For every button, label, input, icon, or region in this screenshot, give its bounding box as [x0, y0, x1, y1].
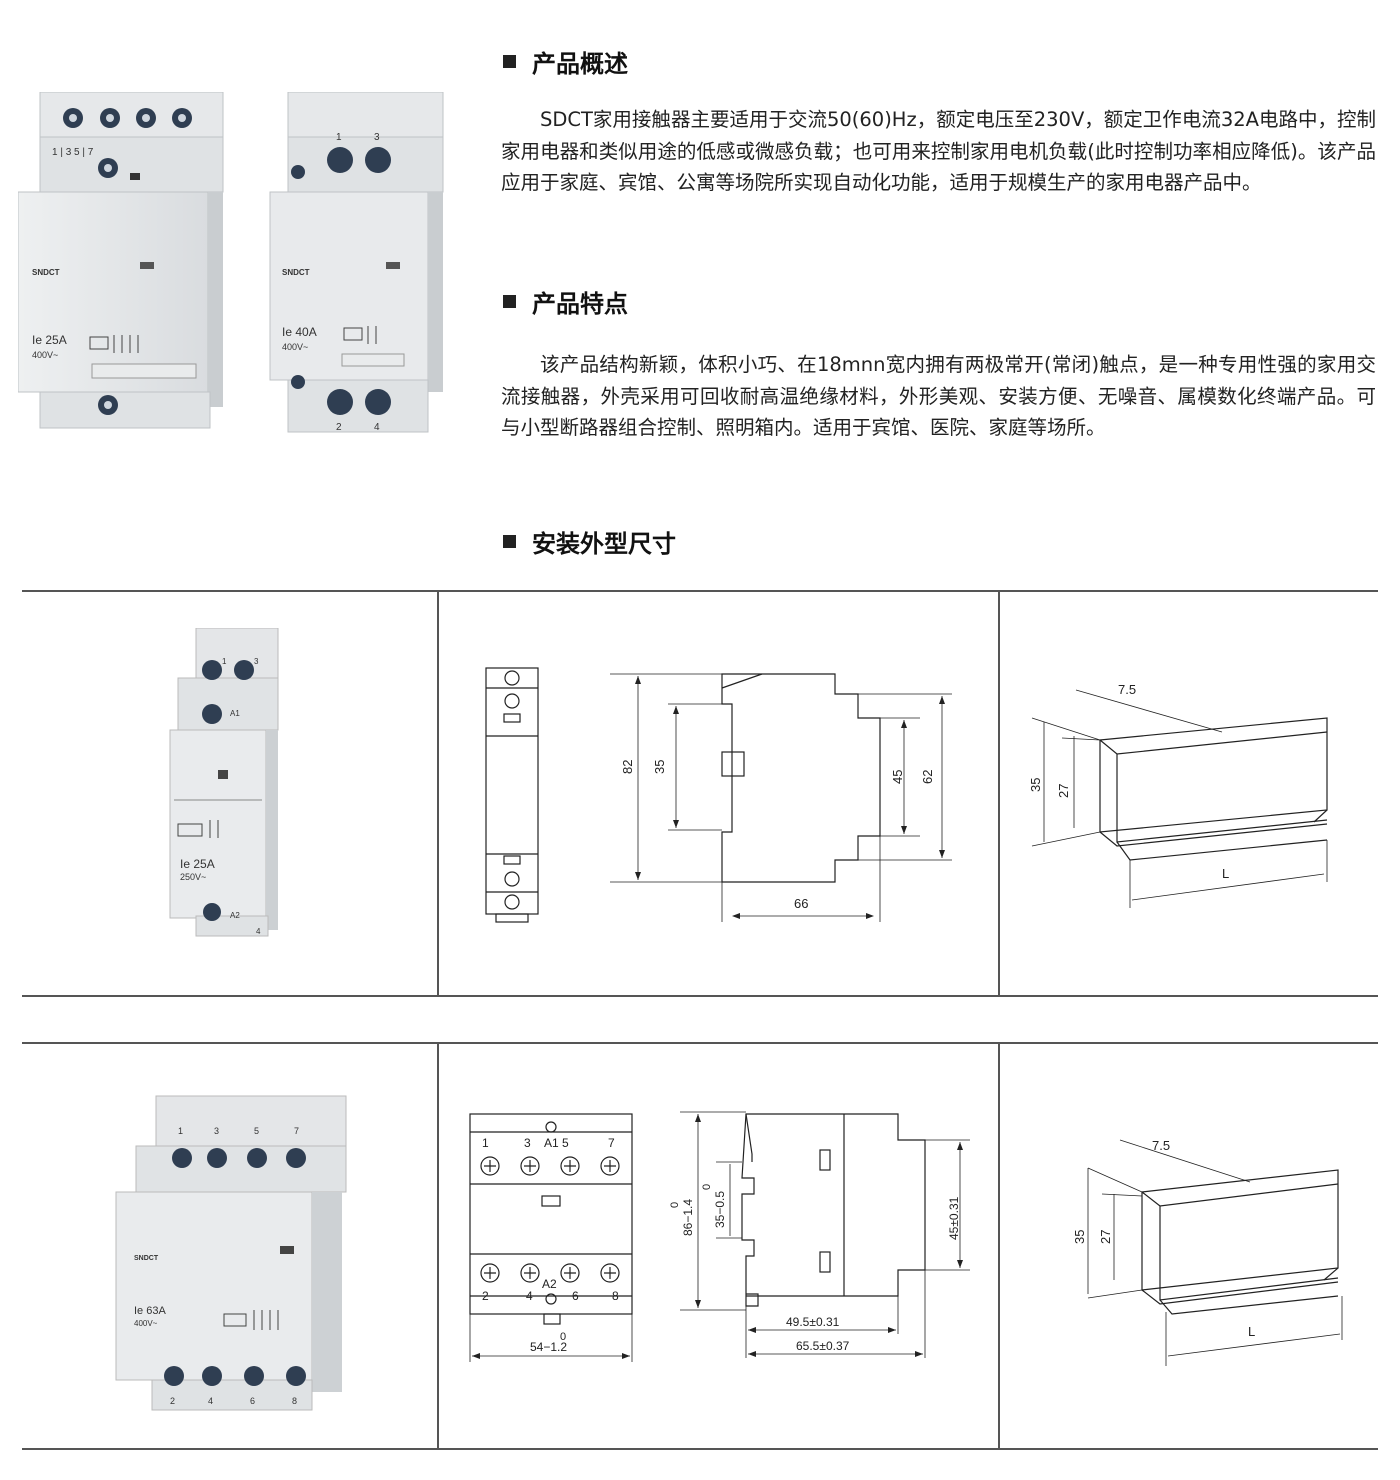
photo-term-3: 3 — [374, 132, 380, 143]
side-w1: 49.5±0.31 — [786, 1315, 840, 1329]
overview-text: SDCT家用接触器主要适用于交流50(60)Hz，额定电压至230V，额定卫作电… — [501, 108, 1376, 194]
photo-term-4: 4 — [374, 422, 380, 433]
rail2-dim-7-5: 7.5 — [1152, 1138, 1170, 1153]
table-divider — [437, 1042, 439, 1450]
overview-heading: 产品概述 — [503, 44, 628, 79]
photo-voltage-2: 400V~ — [282, 342, 308, 352]
row2-term-8: 8 — [292, 1396, 297, 1406]
front-term-3: 3 — [524, 1136, 531, 1150]
row2-term-1: 1 — [178, 1126, 183, 1136]
photo-term-1: 1 — [336, 132, 342, 143]
photo-rating: Ie 25A — [32, 333, 67, 347]
row2-din-rail-drawing: 7.5 35 27 L — [1072, 1138, 1343, 1366]
row2-term-3: 3 — [214, 1126, 219, 1136]
table-rule — [22, 1448, 1378, 1450]
product-photo-2pole-40a: 1 3 2 4 SNDCT Ie 40A 400V~ — [269, 92, 444, 433]
dim-35: 35 — [652, 760, 667, 774]
photo-brand-2: SNDCT — [282, 268, 310, 277]
row1-product-photo: 1 3 A1 A2 4 Ie 25A 250V~ — [169, 628, 279, 937]
dimensions-heading: 安装外型尺寸 — [503, 524, 676, 559]
table-divider — [437, 590, 439, 997]
rail2-dim-35: 35 — [1072, 1230, 1087, 1244]
side-w2: 65.5±0.37 — [796, 1339, 850, 1353]
photo-top-terms: 1 | 3 5 | 7 — [52, 147, 94, 158]
row2-term-4: 4 — [208, 1396, 213, 1406]
row1-dimension-drawing: 82 35 45 62 66 — [485, 667, 952, 923]
row2-voltage: 400V~ — [134, 1319, 158, 1328]
front-term-8: 8 — [612, 1289, 619, 1303]
side-h-zero: 0 — [669, 1202, 681, 1208]
rail-dim-35: 35 — [1028, 778, 1043, 792]
table-rule — [22, 590, 1378, 592]
overview-title: 产品概述 — [532, 50, 628, 78]
row1-term-1: 1 — [222, 657, 227, 666]
row1-a1: A1 — [230, 709, 240, 718]
row2-product-photo: 1 3 5 7 2 4 6 8 SNDCT Ie 63A 400V~ — [115, 1095, 347, 1411]
table-divider — [998, 590, 1000, 997]
rail-dim-27: 27 — [1056, 784, 1071, 798]
row1-rating: Ie 25A — [180, 857, 215, 871]
side-h-total: 86−1.4 — [681, 1199, 695, 1236]
row2-brand: SNDCT — [134, 1255, 159, 1262]
front-width: 54−1.2 — [530, 1340, 567, 1354]
dimensions-title: 安装外型尺寸 — [532, 530, 676, 558]
row1-din-rail-drawing: 7.5 35 27 L — [1028, 682, 1328, 908]
features-heading: 产品特点 — [503, 284, 628, 319]
row2-term-7: 7 — [294, 1126, 299, 1136]
front-term-7: 7 — [608, 1136, 615, 1150]
product-photo-4pole-25a: 1 | 3 5 | 7 SNDCT Ie 25A 400V~ — [18, 92, 224, 429]
front-term-1: 1 — [482, 1136, 489, 1150]
row1-term-4: 4 — [256, 927, 261, 936]
front-width-zero: 0 — [560, 1331, 566, 1343]
side-h45: 45±0.31 — [947, 1196, 961, 1240]
photo-brand: SNDCT — [32, 268, 60, 277]
row2-dimension-drawing: 1 3 A1 5 7 2 4 6 8 A2 0 54−1.2 0 86−1.4 … — [469, 1111, 970, 1362]
front-term-4: 4 — [526, 1289, 533, 1303]
dim-82: 82 — [620, 760, 635, 774]
rail-dim-l: L — [1222, 866, 1229, 881]
side-rail-zero: 0 — [701, 1184, 713, 1190]
photo-voltage: 400V~ — [32, 350, 58, 360]
row1-a2: A2 — [230, 911, 240, 920]
rail2-dim-27: 27 — [1098, 1230, 1113, 1244]
square-bullet-icon — [503, 295, 516, 308]
dim-62: 62 — [920, 770, 935, 784]
photo-rating-2: Ie 40A — [282, 325, 317, 339]
side-rail: 35−0.5 — [713, 1191, 727, 1228]
front-term-2: 2 — [482, 1289, 489, 1303]
table-rule — [22, 995, 1378, 997]
photo-term-2: 2 — [336, 422, 342, 433]
row2-term-6: 6 — [250, 1396, 255, 1406]
row2-term-2: 2 — [170, 1396, 175, 1406]
rail2-dim-l: L — [1248, 1324, 1255, 1339]
row1-term-3: 3 — [254, 657, 259, 666]
front-term-a1-5: A1 5 — [544, 1136, 569, 1150]
dim-66: 66 — [794, 896, 808, 911]
row2-rating: Ie 63A — [134, 1305, 166, 1317]
features-text: 该产品结构新颖，体积小巧、在18mnn宽内拥有两极常开(常闭)触点，是一种专用性… — [501, 353, 1376, 439]
square-bullet-icon — [503, 535, 516, 548]
table-divider — [998, 1042, 1000, 1450]
dim-45: 45 — [890, 770, 905, 784]
front-a2: A2 — [542, 1277, 557, 1291]
rail-dim-7-5: 7.5 — [1118, 682, 1136, 697]
table-rule — [22, 1042, 1378, 1044]
row1-voltage: 250V~ — [180, 872, 206, 882]
features-title: 产品特点 — [532, 290, 628, 318]
square-bullet-icon — [503, 55, 516, 68]
front-term-6: 6 — [572, 1289, 579, 1303]
row2-term-5: 5 — [254, 1126, 259, 1136]
